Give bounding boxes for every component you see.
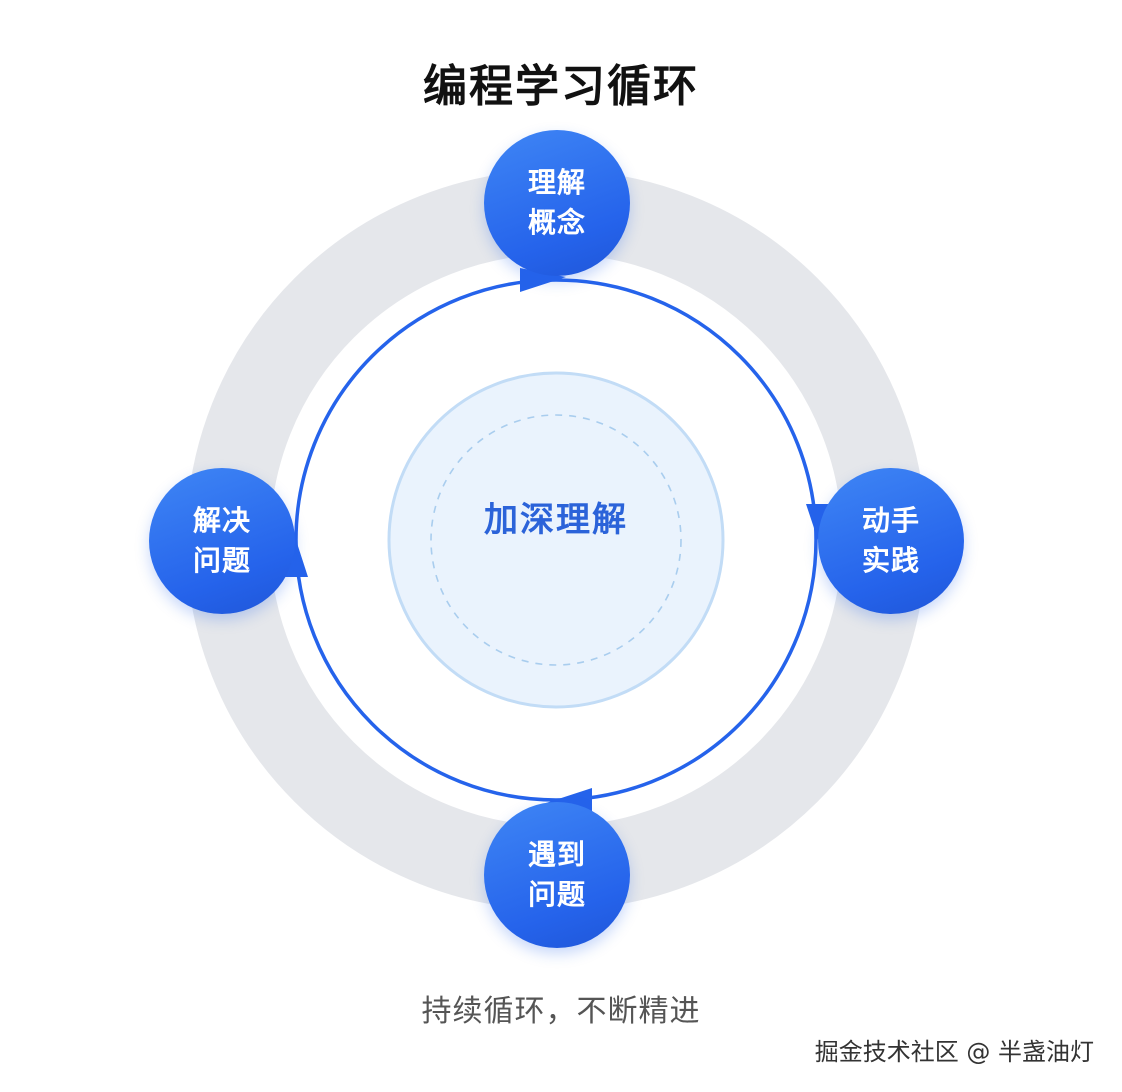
node-label-line1: 动手 (861, 504, 920, 537)
node-hands-on-practice: 动手 实践 (818, 468, 964, 614)
watermark: 掘金技术社区 @ 半盏油灯 (814, 1038, 1094, 1066)
node-label-line2: 问题 (192, 544, 251, 577)
center-circle (387, 371, 725, 709)
node-label-line1: 遇到 (527, 838, 586, 871)
node-label-line2: 实践 (861, 544, 920, 577)
arrow-top (520, 268, 566, 292)
node-label-line2: 概念 (527, 206, 586, 239)
node-understand-concept: 理解 概念 (484, 130, 630, 276)
diagram-caption: 持续循环，不断精进 (421, 994, 701, 1029)
node-label-line2: 问题 (527, 878, 586, 911)
node-label-line1: 解决 (192, 504, 251, 537)
diagram-title: 编程学习循环 (423, 61, 699, 112)
node-solve-problem: 解决 问题 (149, 468, 295, 614)
node-label-line1: 理解 (527, 166, 586, 199)
node-encounter-problem: 遇到 问题 (484, 802, 630, 948)
center-dashed-ring (430, 414, 682, 666)
